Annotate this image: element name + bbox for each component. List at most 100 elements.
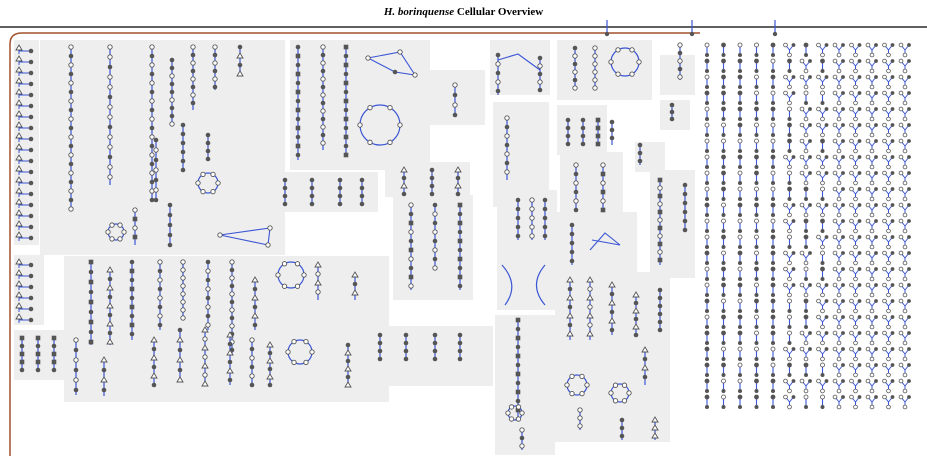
- metabolite-node: [787, 84, 792, 90]
- metabolite-node: [28, 92, 34, 98]
- metabolite-node: [153, 137, 159, 143]
- metabolite-node: [820, 388, 825, 394]
- metabolite-node: [738, 133, 742, 137]
- metabolite-node: [432, 247, 438, 253]
- metabolite-node: [771, 261, 775, 265]
- metabolite-node: [787, 117, 792, 121]
- metabolite-node: [832, 266, 838, 272]
- metabolite-node: [107, 84, 113, 90]
- metabolite-node: [841, 331, 845, 335]
- metabolite-node: [898, 362, 904, 368]
- metabolite-node: [869, 164, 875, 170]
- metabolite-node: [408, 229, 414, 235]
- metabolite-node: [890, 283, 895, 287]
- metabolite-node: [68, 44, 74, 50]
- metabolite-node: [615, 47, 621, 53]
- metabolite-node: [824, 299, 829, 303]
- metabolite-node: [808, 251, 812, 255]
- metabolite-node: [824, 331, 829, 335]
- metabolite-node: [107, 312, 113, 318]
- metabolite-node: [252, 304, 258, 310]
- pathway-glyphs[interactable]: [15, 42, 688, 450]
- metabolite-node: [836, 404, 842, 410]
- metabolite-node: [804, 229, 808, 233]
- metabolite-node: [886, 292, 891, 298]
- metabolite-node: [820, 197, 825, 201]
- metabolite-node: [107, 174, 113, 180]
- metabolite-node: [180, 131, 186, 137]
- metabolite-node: [820, 90, 825, 96]
- metabolite-node: [898, 138, 904, 144]
- metabolite-node: [902, 84, 908, 90]
- metabolite-node: [682, 227, 688, 233]
- metabolite-node: [857, 395, 862, 399]
- metabolite-node: [737, 330, 743, 336]
- metabolite-node: [816, 74, 821, 80]
- metabolite-node: [657, 225, 663, 231]
- metabolite-node: [803, 90, 809, 96]
- metabolite-node: [808, 139, 812, 143]
- metabolite-node: [787, 234, 792, 240]
- metabolite-node: [804, 197, 808, 201]
- metabolite-node: [849, 250, 854, 256]
- metabolite-node: [180, 299, 186, 305]
- metabolite-node: [704, 298, 710, 304]
- metabolite-node: [107, 134, 113, 140]
- metabolite-node: [849, 346, 854, 352]
- metabolite-node: [865, 394, 871, 400]
- metabolite-node: [633, 300, 639, 306]
- metabolite-node: [820, 373, 825, 377]
- metabolite-node: [874, 299, 878, 303]
- metabolite-node: [816, 282, 821, 288]
- metabolite-node: [682, 191, 688, 197]
- metabolite-node: [803, 298, 809, 304]
- metabolite-node: [849, 234, 854, 240]
- metabolite-node: [907, 299, 911, 303]
- metabolite-node: [770, 266, 776, 272]
- metabolite-node: [737, 202, 743, 208]
- metabolite-node: [721, 117, 726, 121]
- metabolite-node: [657, 241, 663, 247]
- metabolite-node: [865, 362, 871, 368]
- metabolite-node: [337, 185, 343, 191]
- metabolite-node: [865, 330, 871, 336]
- isolated-reaction-grid[interactable]: [704, 42, 911, 410]
- metabolite-node: [28, 180, 34, 186]
- metabolite-node: [849, 282, 854, 288]
- metabolite-node: [215, 180, 221, 186]
- metabolite-node: [754, 85, 759, 89]
- metabolite-node: [874, 331, 878, 335]
- metabolite-node: [609, 291, 615, 297]
- metabolite-node: [857, 363, 862, 367]
- metabolite-node: [902, 244, 908, 250]
- metabolite-node: [721, 330, 726, 336]
- metabolite-node: [898, 186, 904, 192]
- metabolite-node: [282, 201, 288, 207]
- metabolite-node: [295, 80, 301, 86]
- metabolite-node: [149, 152, 155, 158]
- metabolite-node: [612, 382, 619, 388]
- metabolite-node: [600, 207, 606, 213]
- metabolite-node: [832, 298, 838, 304]
- metabolite-node: [320, 116, 326, 122]
- metabolite-node: [787, 260, 792, 266]
- metabolite-node: [820, 394, 825, 400]
- metabolite-node: [705, 229, 709, 233]
- metabolite-node: [704, 154, 710, 160]
- metabolite-node: [738, 357, 742, 361]
- metabolite-node: [149, 116, 155, 122]
- metabolite-node: [787, 325, 792, 329]
- metabolite-node: [804, 245, 808, 249]
- metabolite-node: [344, 349, 352, 356]
- metabolite-node: [738, 325, 742, 329]
- metabolite-node: [149, 143, 155, 149]
- metabolite-node: [853, 148, 858, 154]
- metabolite-node: [886, 132, 891, 138]
- metabolite-node: [824, 283, 829, 287]
- metabolite-node: [737, 362, 743, 368]
- metabolite-node: [783, 202, 788, 208]
- metabolite-node: [212, 60, 218, 66]
- metabolite-node: [737, 186, 743, 192]
- metabolite-node: [737, 250, 743, 256]
- metabolite-node: [705, 165, 709, 169]
